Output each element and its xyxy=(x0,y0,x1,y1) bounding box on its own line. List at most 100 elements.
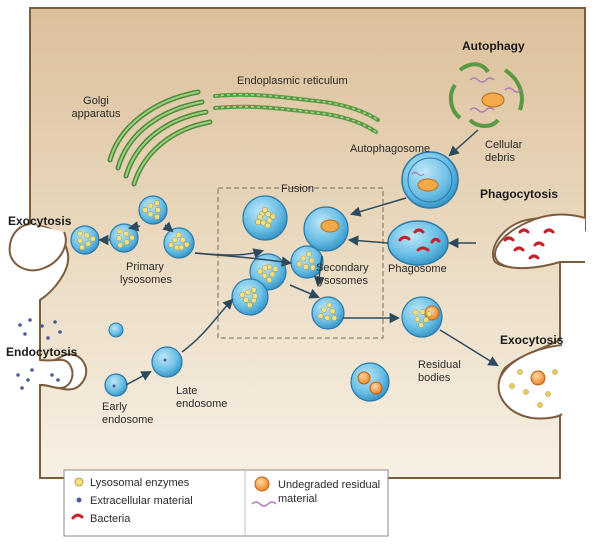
lysosomal-enzyme-dot xyxy=(270,213,276,220)
lysosomal-enzyme-dot xyxy=(264,222,271,229)
lysosomal-enzyme-dot xyxy=(296,261,303,268)
primary-lysosomes-label-2: lysosomes xyxy=(120,274,172,286)
lysosomal-enzyme-dot xyxy=(116,228,123,235)
legend: Lysosomal enzymes Extracellular material… xyxy=(63,469,389,537)
residual-bodies xyxy=(350,296,443,402)
lysosomal-enzyme-dot xyxy=(77,230,83,237)
lysosomal-enzyme-dot xyxy=(412,309,419,316)
exocytosis-right-vesicle xyxy=(530,370,546,386)
lysosomal-enzyme-dot xyxy=(262,265,268,271)
lysosomal-enzyme-dot xyxy=(272,266,279,272)
lysosomal-enzyme-dot xyxy=(329,308,336,315)
golgi-vesicle xyxy=(138,195,168,225)
lysosomal-enzyme-dot xyxy=(172,237,178,243)
early-endosome-label-2: endosome xyxy=(102,414,153,426)
lysosomal-enzyme-dot xyxy=(414,316,421,322)
lysosomal-enzyme-dot xyxy=(90,236,96,242)
lysosomal-enzyme-dot xyxy=(252,293,258,299)
golgi-label-2: apparatus xyxy=(72,108,121,120)
lysosomal-enzyme-dot xyxy=(155,207,161,213)
phagosome xyxy=(387,220,449,266)
lysosomal-enzyme-dot xyxy=(266,277,273,283)
lysosomal-enzyme-dot xyxy=(168,242,175,248)
lysosomal-enzyme-swatch xyxy=(74,477,84,487)
cellular-debris-label: Cellular xyxy=(485,139,523,151)
lysosomal-enzyme-dot xyxy=(179,236,186,243)
lysosomal-enzyme-dot xyxy=(419,309,426,315)
lysosomal-enzyme-dot xyxy=(257,214,263,221)
legend-bacteria: Bacteria xyxy=(90,513,131,525)
extracellular-material-swatch xyxy=(76,497,82,503)
autophagy-label: Autophagy xyxy=(462,39,525,53)
lysosomal-enzyme-dot xyxy=(255,219,261,225)
lysosomal-enzyme-dot xyxy=(117,242,124,248)
lysosomal-enzyme-dot xyxy=(261,272,268,279)
exocytosis-right-label: Exocytosis xyxy=(500,333,564,347)
lysosomal-enzyme-dot xyxy=(250,287,257,293)
lysosomal-enzyme-dot xyxy=(175,232,182,238)
secondary-lysosomes-label-2: lysosomes xyxy=(316,275,368,287)
lysosomal-enzyme-dot xyxy=(308,257,315,264)
legend-undegraded-residual: Undegraded residual xyxy=(278,479,380,491)
endocytosis-pocket xyxy=(39,358,74,390)
lysosomal-enzyme-dot xyxy=(262,207,268,213)
legend-lysosomal-enzymes: Lysosomal enzymes xyxy=(90,477,190,489)
lysosomal-enzyme-dot xyxy=(317,313,324,319)
lysosomal-enzyme-dot xyxy=(123,230,130,237)
lysosomal-enzyme-dot xyxy=(265,211,272,217)
legend-material: material xyxy=(278,493,317,505)
lysosomal-enzyme-dot xyxy=(239,292,246,298)
lysosomal-enzyme-dot xyxy=(418,322,425,328)
lysosomal-enzyme-dot xyxy=(331,315,338,321)
lysosomal-enzyme-dot xyxy=(85,241,91,247)
late-endosome-label-2: endosome xyxy=(176,398,227,410)
lysosomal-enzyme-dot xyxy=(324,315,331,321)
lysosomal-enzyme-dot xyxy=(326,302,333,308)
lysosomal-enzyme-dot xyxy=(129,234,135,241)
residual-bodies-label: Residual xyxy=(418,359,461,371)
lysosomal-enzyme-dot xyxy=(426,310,433,317)
autophagosome xyxy=(401,151,459,209)
lysosomal-enzyme-dot xyxy=(243,297,249,303)
phagosome-label: Phagosome xyxy=(388,263,447,275)
golgi-label: Golgi xyxy=(83,95,109,107)
er-label: Endoplasmic reticulum xyxy=(237,75,348,87)
lysosomal-enzyme-dot xyxy=(79,244,85,251)
lysosomal-enzyme-dot xyxy=(77,237,83,244)
lysosomal-enzyme-dot xyxy=(183,241,190,248)
endocytosis-vesicles xyxy=(104,322,183,397)
secondary-lysosomes xyxy=(231,195,349,330)
phagocytosis-cup xyxy=(494,213,586,270)
lysosomal-enzyme-dot xyxy=(142,207,148,213)
lysosomal-enzyme-dot xyxy=(423,317,429,323)
lysosomal-enzyme-dot xyxy=(154,214,160,220)
lysosomal-enzyme-dot xyxy=(257,268,263,275)
lysosomal-enzyme-dot xyxy=(246,302,253,308)
primary-lysosomes-label: Primary xyxy=(126,261,164,273)
exocytosis-left-label: Exocytosis xyxy=(8,214,72,228)
residual-material-swatch xyxy=(254,476,270,492)
lysosomal-enzyme-dot xyxy=(269,271,276,278)
lysosomal-enzyme-dot xyxy=(260,219,267,226)
lysosomal-enzyme-dot xyxy=(309,264,316,271)
lysosomal-enzyme-dot xyxy=(84,232,90,239)
residual-bodies-label-2: bodies xyxy=(418,372,451,384)
legend-extracellular-material: Extracellular material xyxy=(90,495,193,507)
lysosomal-enzyme-dot xyxy=(300,255,307,262)
cellular-debris-label-2: debris xyxy=(485,152,515,164)
exocytosis-right-dots xyxy=(509,369,558,408)
lysosomal-enzyme-dot xyxy=(178,244,185,251)
lysosomal-enzyme-dot xyxy=(266,217,273,224)
lysosomal-enzyme-dot xyxy=(116,235,122,242)
lysosomal-enzyme-dot xyxy=(154,200,160,206)
late-endosome-label: Late xyxy=(176,385,197,397)
lysosomal-enzyme-dot xyxy=(147,202,154,209)
autophagy-cluster xyxy=(448,62,524,128)
autophagosome-label: Autophagosome xyxy=(350,143,430,155)
exocytosis-left-pocket xyxy=(8,223,67,272)
lysosomal-enzyme-dot xyxy=(302,264,309,270)
phagocytosis-bacteria xyxy=(503,228,555,260)
pathway-arrows xyxy=(97,129,499,386)
early-endosome-label: Early xyxy=(102,401,128,413)
